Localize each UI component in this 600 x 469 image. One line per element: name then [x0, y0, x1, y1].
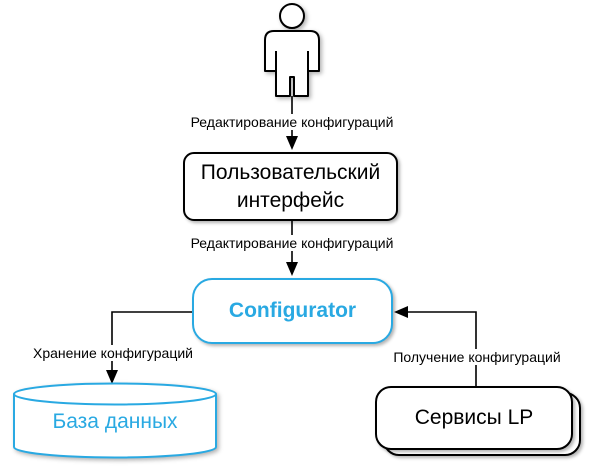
- node-services-lp-label: Сервисы LP: [414, 406, 534, 429]
- node-database-label: База данных: [52, 410, 178, 433]
- node-configurator-label: Configurator: [228, 299, 357, 322]
- arrowhead-down-icon: [106, 370, 118, 384]
- edge-label-configurator-to-database: Хранение конфигураций: [30, 345, 196, 361]
- person-icon: [264, 3, 320, 97]
- database-cylinder-icon: [13, 382, 217, 459]
- edge-label-user-to-ui: Редактирование конфигураций: [187, 114, 397, 130]
- edge-services-to-configurator: [394, 306, 477, 386]
- node-services-lp: Сервисы LP: [375, 386, 573, 450]
- arrowhead-down-icon: [286, 136, 298, 150]
- edge-label-services-to-configurator: Получение конфигураций: [390, 349, 564, 365]
- arrowhead-down-icon: [286, 262, 298, 276]
- node-user-interface-label: Пользовательский интерфейс: [200, 161, 381, 212]
- arrowhead-left-icon: [394, 306, 408, 318]
- edge-label-ui-to-configurator: Редактирование конфигураций: [187, 235, 397, 251]
- node-user-interface: Пользовательский интерфейс: [183, 152, 398, 221]
- node-configurator: Configurator: [192, 278, 393, 344]
